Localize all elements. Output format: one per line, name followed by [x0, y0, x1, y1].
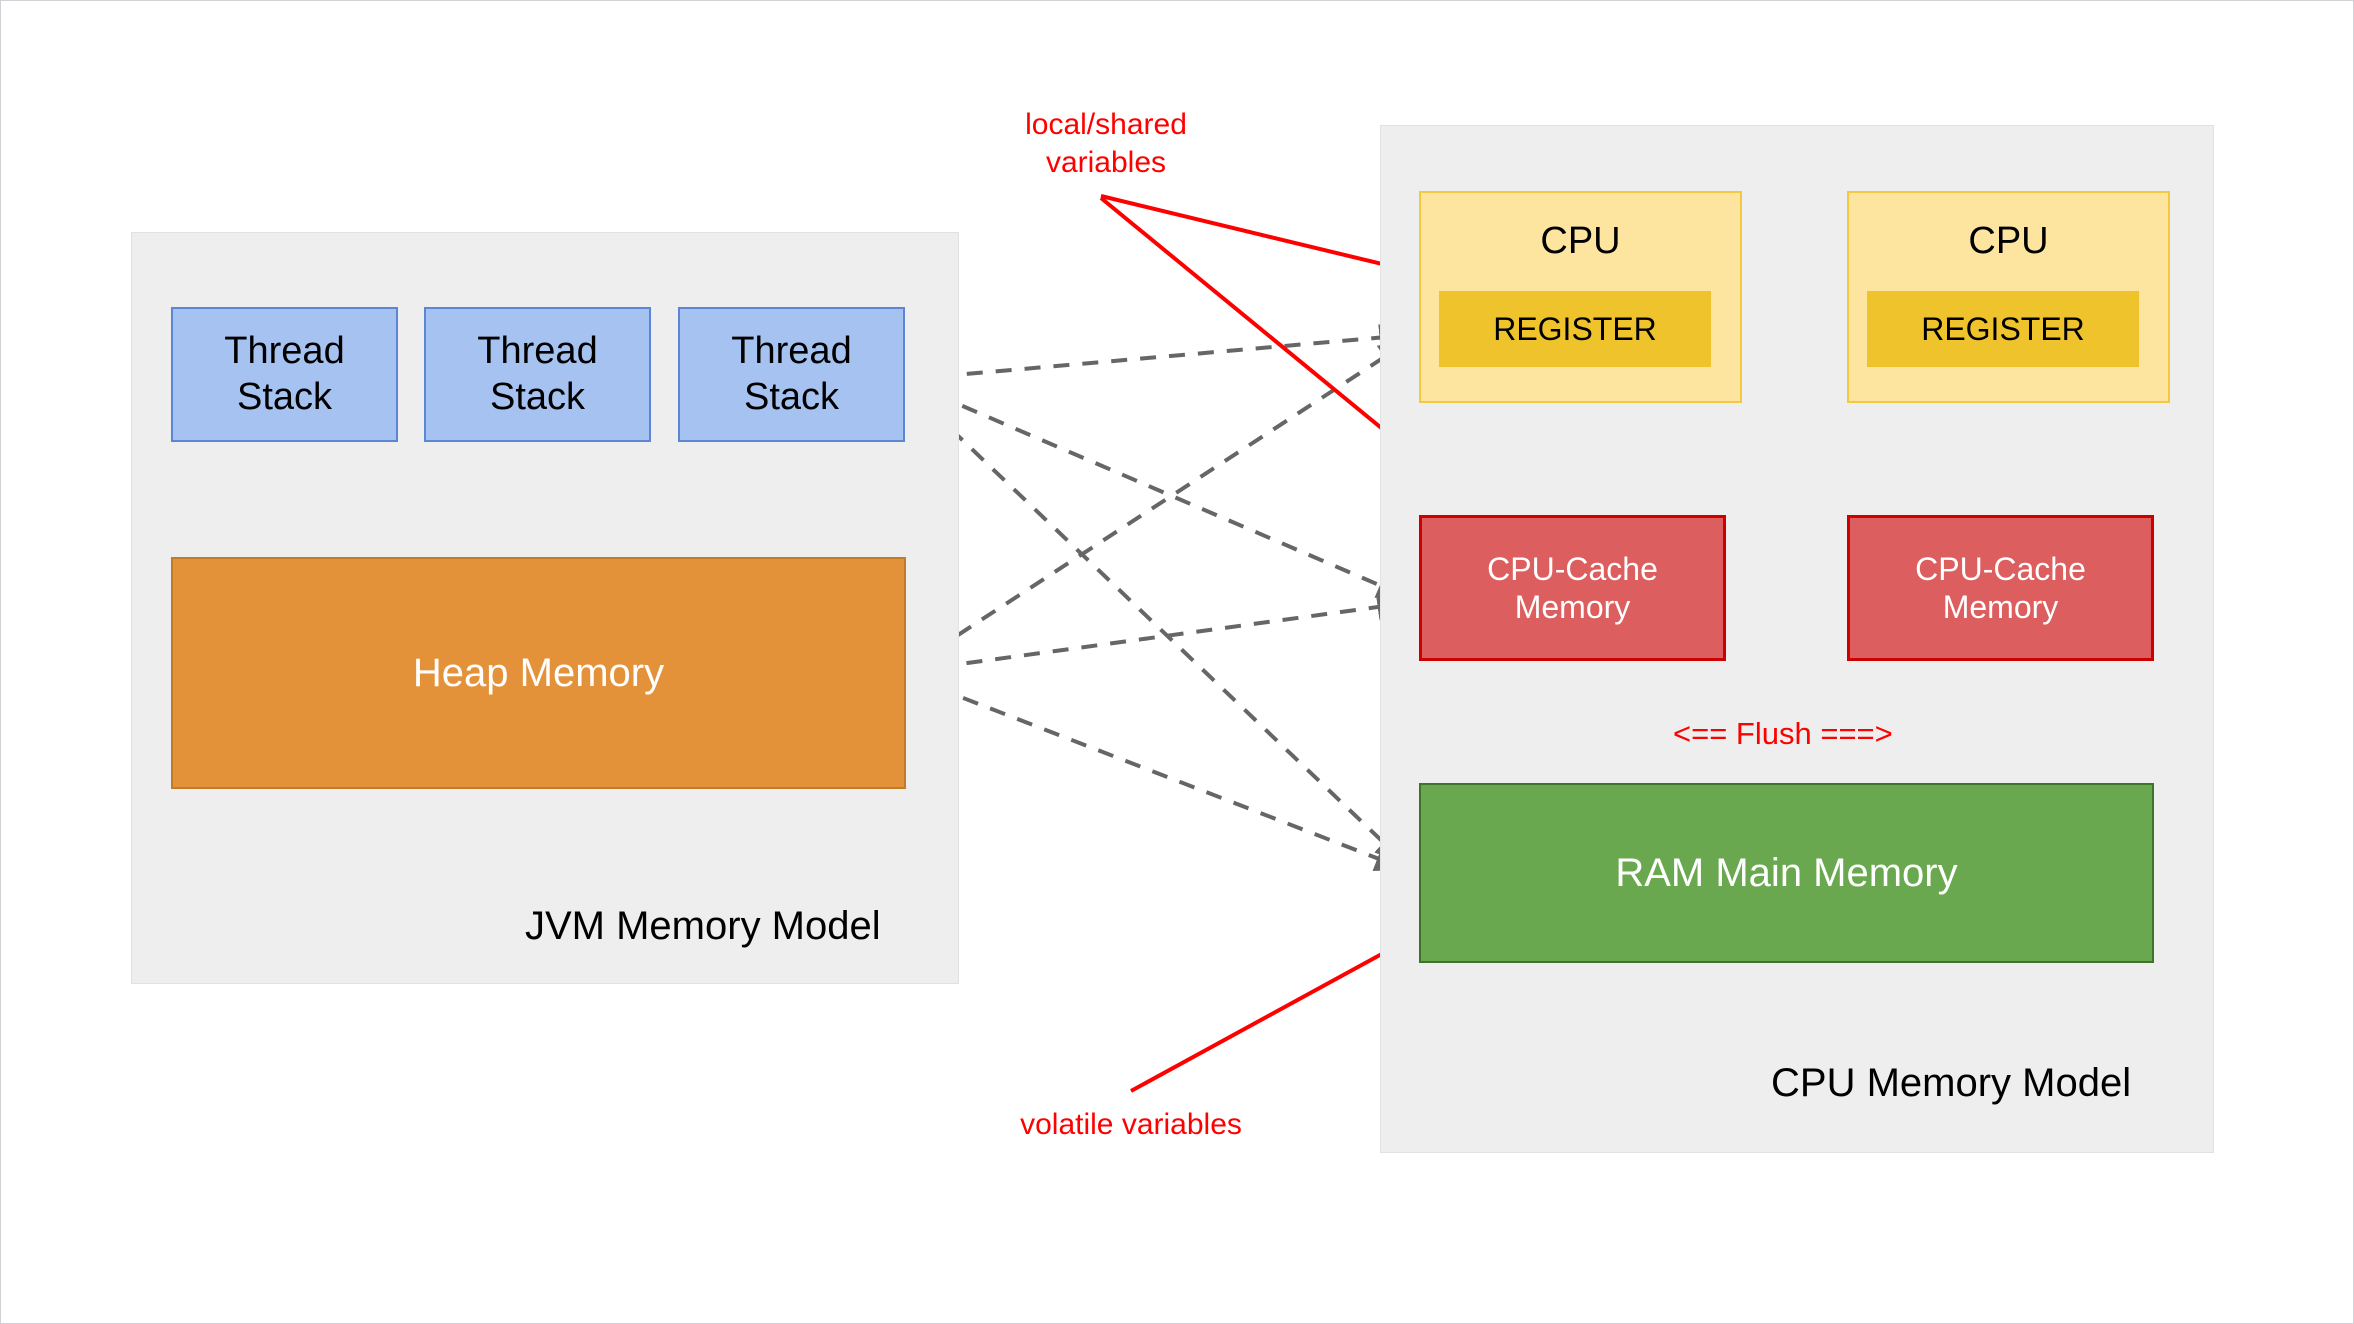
heap-memory-box[interactable]: Heap Memory — [171, 557, 906, 789]
thread-stack-box-2[interactable]: Thread Stack — [424, 307, 651, 442]
thread-stack-label-1: Thread Stack — [224, 329, 345, 418]
cpu-label-1: CPU — [1540, 220, 1621, 262]
thread-stack-box-3[interactable]: Thread Stack — [678, 307, 905, 442]
heap-memory-label: Heap Memory — [412, 651, 665, 695]
thread-stack-label-3: Thread Stack — [731, 329, 852, 418]
cpu-cache-label-2: CPU-Cache Memory — [1915, 550, 2086, 625]
volatile-variables-annotation: volatile variables — [1020, 1108, 1242, 1141]
jvm-panel-title: JVM Memory Model — [525, 904, 881, 948]
thread-stack-box-1[interactable]: Thread Stack — [171, 307, 398, 442]
thread-stack-label-2: Thread Stack — [477, 329, 598, 418]
local-shared-variables-annotation: local/shared variables — [1025, 108, 1187, 179]
cpu-panel-title: CPU Memory Model — [1771, 1061, 2132, 1105]
register-label-2: REGISTER — [1921, 310, 2085, 347]
cpu-cache-box-1[interactable]: CPU-Cache Memory — [1419, 515, 1726, 661]
cpu-cache-box-2[interactable]: CPU-Cache Memory — [1847, 515, 2154, 661]
ram-main-memory-box[interactable]: RAM Main Memory — [1419, 783, 2154, 963]
cpu-label-2: CPU — [1968, 220, 2049, 262]
register-label-1: REGISTER — [1493, 310, 1657, 347]
register-box-1[interactable]: REGISTER — [1439, 291, 1711, 367]
register-box-2[interactable]: REGISTER — [1867, 291, 2139, 367]
flush-label: <== Flush ===> — [1673, 716, 1893, 751]
ram-main-memory-label: RAM Main Memory — [1615, 851, 1958, 895]
cpu-cache-label-1: CPU-Cache Memory — [1487, 550, 1658, 625]
